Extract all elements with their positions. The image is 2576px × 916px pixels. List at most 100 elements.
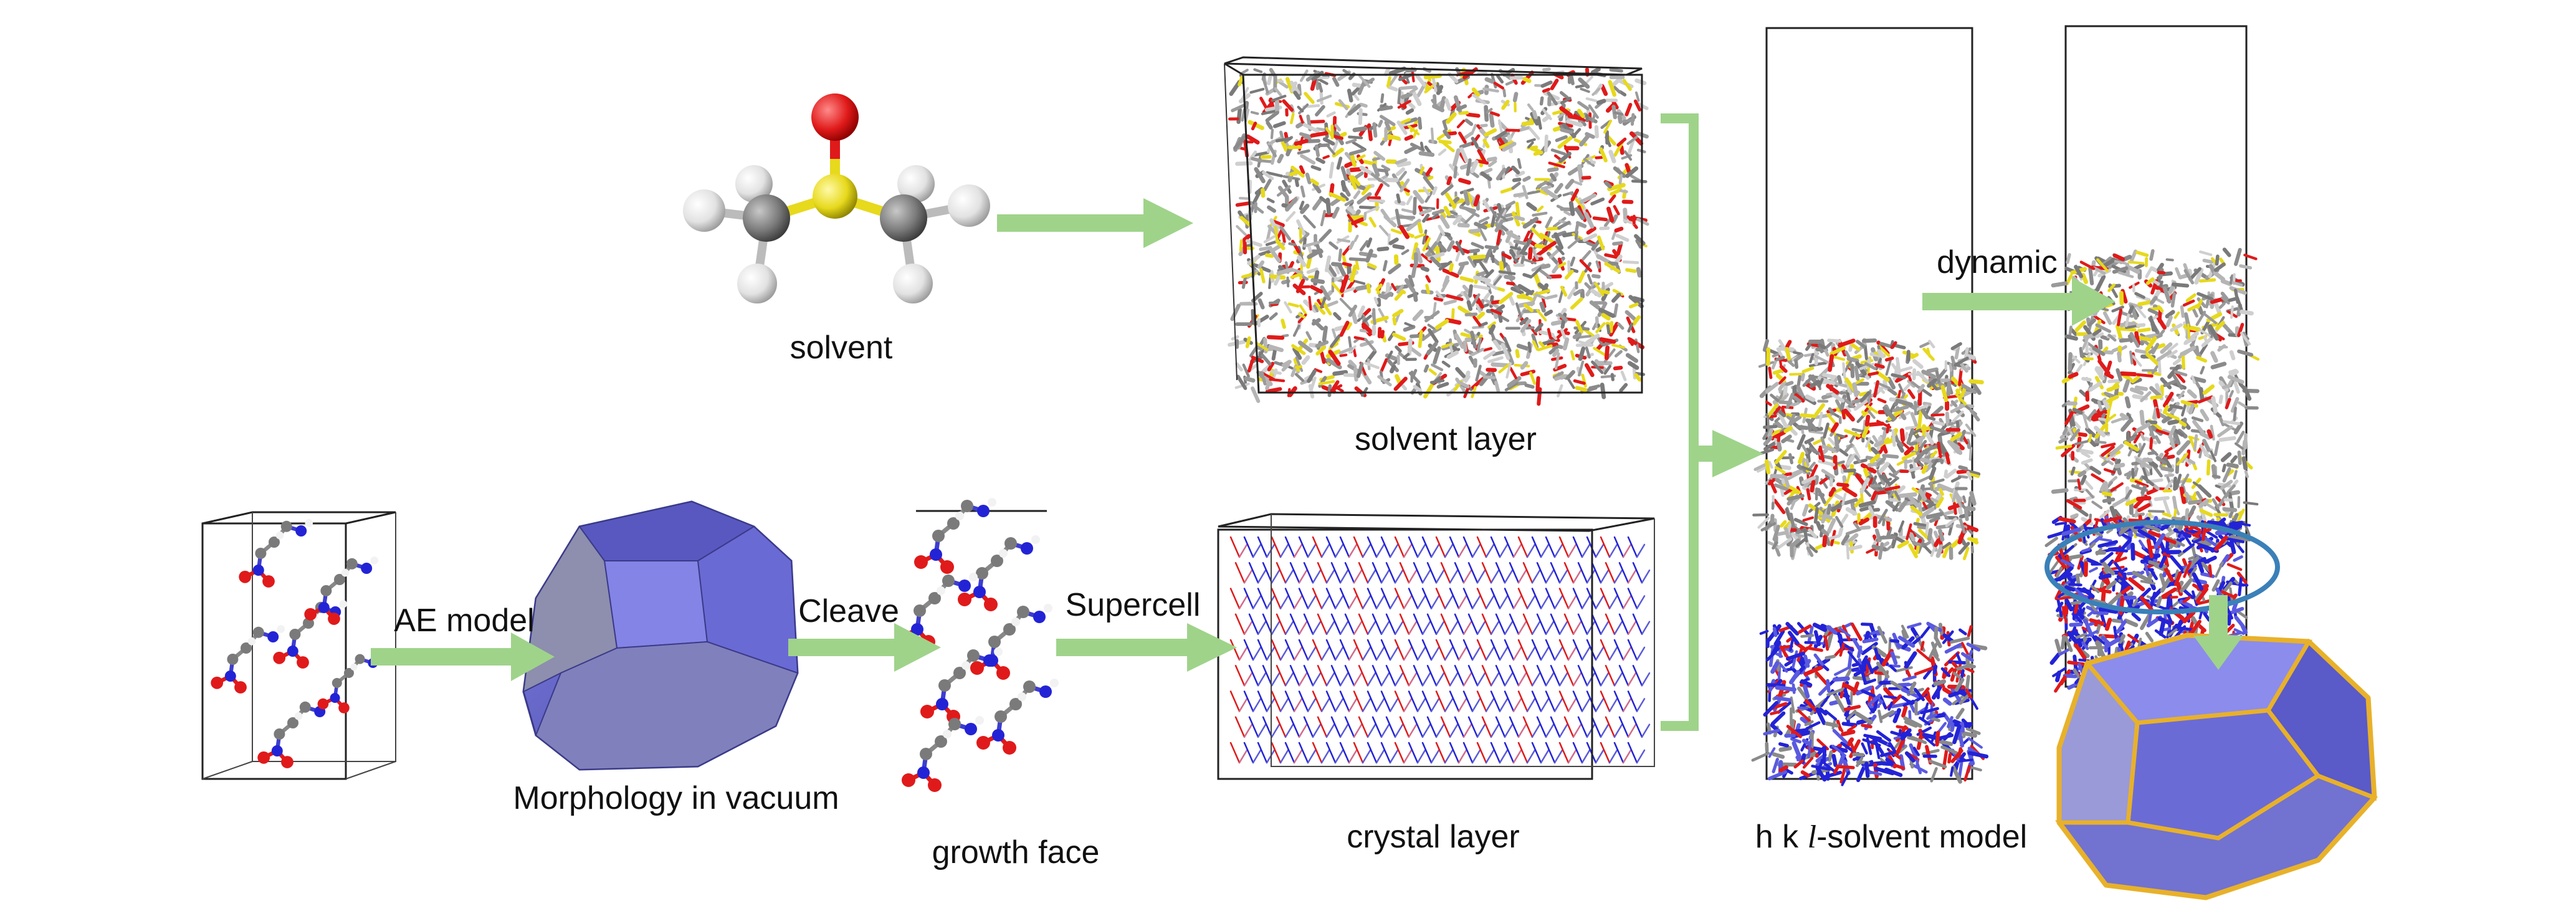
- solvent-bond: [1396, 376, 1400, 383]
- solvent-bond: [1472, 244, 1482, 248]
- solvent-bond: [1426, 366, 1428, 371]
- solvent-bond: [2167, 457, 2173, 458]
- lattice-bond: [1459, 545, 1466, 557]
- solvent-bond: [1849, 546, 1861, 549]
- solvent-bond: [1572, 299, 1581, 308]
- solvent-bond: [1543, 82, 1551, 86]
- solvent-bond: [1972, 547, 1973, 552]
- solvent-bond: [1613, 345, 1624, 348]
- lattice-bond: [1560, 570, 1567, 583]
- lattice-bond: [1340, 622, 1348, 634]
- solvent-bond: [1825, 424, 1828, 437]
- nitrogen-atom: [287, 646, 298, 657]
- lattice-bond: [1472, 596, 1480, 609]
- solvent-bond: [1801, 415, 1815, 416]
- solvent-bond: [1914, 370, 1915, 378]
- solvent-bond: [1883, 520, 1884, 525]
- solvent-bond: [1761, 450, 1773, 454]
- solvent-bond: [1519, 160, 1520, 168]
- solvent-bond: [1302, 187, 1304, 196]
- solvent-bond: [1470, 250, 1478, 252]
- solvent-bond: [1765, 426, 1776, 427]
- solvent-bond: [1424, 188, 1429, 194]
- solvent-bond: [2068, 255, 2069, 262]
- solvent-bond: [1360, 82, 1365, 93]
- solvent-bond: [2201, 389, 2202, 399]
- solvent-bond: [2075, 423, 2079, 427]
- lattice-bond: [1477, 725, 1485, 737]
- solvent-bond: [2223, 454, 2230, 460]
- solvent-bond: [2139, 505, 2149, 510]
- crystal-bond: [1853, 624, 1861, 639]
- solvent-bond: [1906, 448, 1912, 453]
- crystal-bond: [1800, 660, 1803, 666]
- lattice-bond: [1623, 596, 1631, 609]
- solvent-bond: [1510, 368, 1516, 378]
- solvent-bond: [1398, 169, 1403, 174]
- solvent-bond: [1879, 399, 1885, 402]
- oxygen-atom: [984, 598, 998, 611]
- solvent-bond: [1275, 123, 1284, 126]
- lattice-bond: [1354, 570, 1362, 583]
- solvent-bond: [1343, 264, 1350, 265]
- lattice-bond: [1477, 622, 1485, 634]
- solvent-bond: [1556, 185, 1561, 192]
- lattice-bond: [1327, 725, 1334, 737]
- lattice-bond: [1500, 699, 1507, 712]
- hydrogen-atom: [955, 512, 964, 520]
- solvent-bond: [1249, 257, 1258, 264]
- solvent-bond: [1515, 241, 1525, 244]
- solvent-bond: [1611, 190, 1620, 194]
- solvent-bond: [1237, 364, 1241, 370]
- solvent-bond: [1620, 176, 1621, 183]
- solvent-bond: [1417, 75, 1424, 85]
- solvent-bond: [1829, 340, 1840, 341]
- solvent-bond: [1317, 159, 1323, 162]
- solvent-bond: [2129, 262, 2143, 263]
- solvent-bond: [1876, 442, 1882, 446]
- lattice-bond: [1568, 596, 1576, 609]
- carbon-atom: [1004, 537, 1017, 550]
- solvent-bond: [1828, 386, 1837, 392]
- solvent-bond: [1803, 446, 1807, 453]
- solvent-bond: [1926, 523, 1927, 535]
- lattice-bond: [1286, 673, 1293, 685]
- solvent-bond: [1876, 365, 1883, 367]
- solvent-bond: [1300, 202, 1303, 208]
- lattice-bond: [1239, 699, 1247, 712]
- solvent-bond: [1526, 385, 1533, 387]
- solvent-bond: [2154, 409, 2156, 418]
- solvent-bond: [1391, 239, 1397, 243]
- solvent-bond: [1840, 529, 1842, 535]
- solvent-bond: [1579, 362, 1583, 375]
- solvent-bond: [1807, 345, 1810, 350]
- solvent-bond: [2189, 391, 2195, 396]
- lattice-bond: [1472, 750, 1480, 763]
- crystal-bond: [1801, 636, 1813, 637]
- crystal-bond: [2090, 568, 2097, 571]
- solvent-bond: [1587, 98, 1596, 101]
- solvent-bond: [2104, 493, 2111, 494]
- lattice-bond: [1527, 545, 1535, 557]
- solvent-bond: [1268, 123, 1271, 128]
- solvent-bond: [1335, 314, 1339, 318]
- unit-cell-front: [203, 523, 346, 779]
- nitrogen-atom: [253, 565, 264, 576]
- solvent-bond: [2072, 515, 2077, 517]
- solvent-bond: [1547, 296, 1556, 298]
- solvent-bond: [2235, 471, 2236, 478]
- solvent-bond: [2213, 364, 2225, 367]
- solvent-bond: [1299, 107, 1303, 112]
- solvent-bond: [1818, 523, 1820, 528]
- lattice-bond: [1253, 545, 1261, 557]
- solvent-bond: [1294, 326, 1299, 336]
- crystal-bond: [1937, 733, 1939, 745]
- solvent-bond: [1533, 213, 1546, 215]
- solvent-bond: [1507, 130, 1519, 131]
- lattice-bond: [1258, 725, 1266, 737]
- solvent-bond: [1312, 287, 1321, 292]
- solvent-bond: [1351, 150, 1363, 154]
- lattice-bond: [1286, 570, 1293, 583]
- solvent-bond: [1416, 234, 1424, 237]
- solvent-bond: [1603, 292, 1608, 293]
